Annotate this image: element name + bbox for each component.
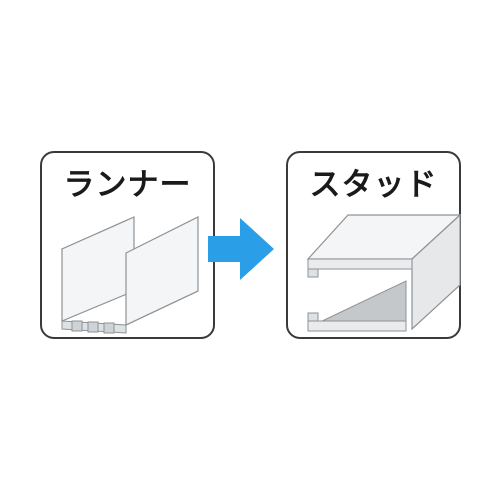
- stud-panel: スタッド: [286, 151, 462, 339]
- runner-label: ランナー: [63, 167, 192, 203]
- runner-panel: ランナー: [40, 151, 215, 339]
- arrow-right-icon: [208, 218, 274, 280]
- runner-channel-icon: [60, 216, 199, 334]
- stud-channel-icon: [306, 213, 462, 332]
- stud-label: スタッド: [309, 167, 438, 203]
